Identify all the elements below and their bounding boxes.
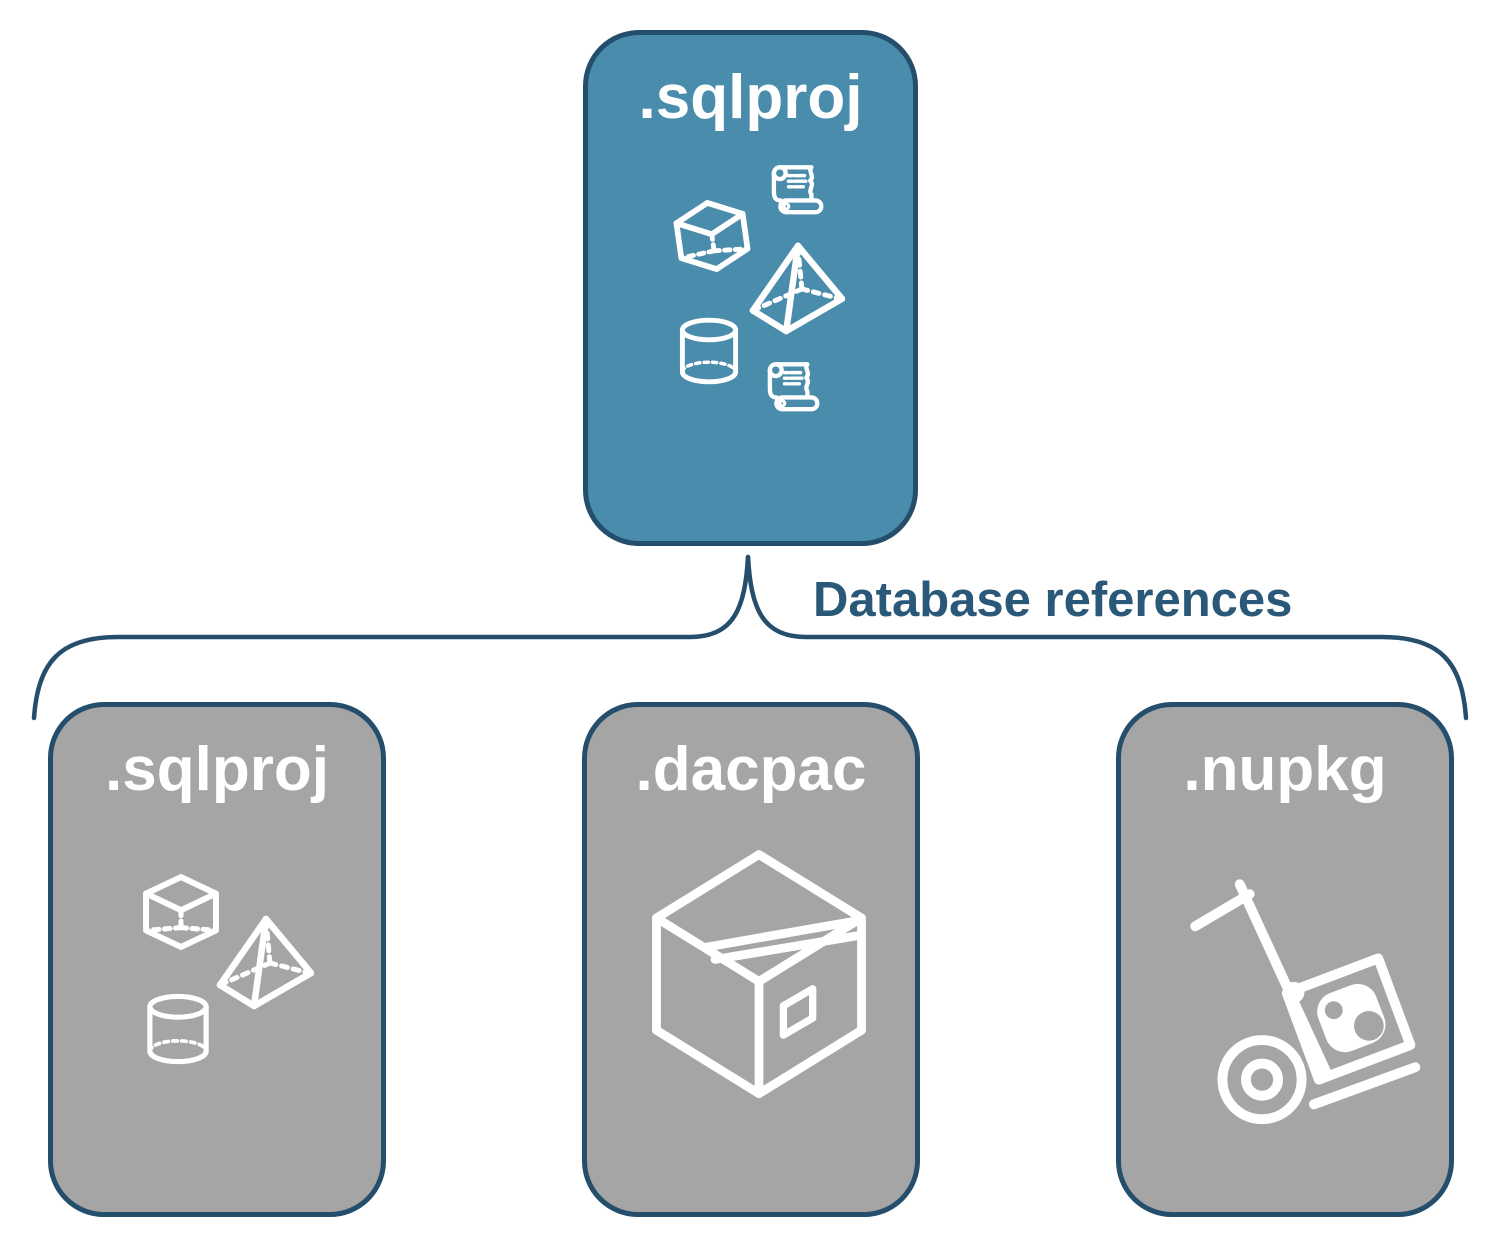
root-node-sqlproj: .sqlproj — [583, 30, 918, 546]
child-node-title: .sqlproj — [105, 735, 329, 804]
scroll-icon — [764, 357, 826, 423]
nuget-handtruck-icon — [1173, 853, 1445, 1143]
pyramid-icon — [211, 911, 317, 1011]
scroll-icon — [768, 161, 830, 225]
child-node-nupkg: .nupkg — [1116, 702, 1454, 1217]
child-node-dacpac: .dacpac — [582, 702, 920, 1217]
connector-label: Database references — [813, 573, 1293, 627]
cylinder-icon — [141, 987, 215, 1071]
root-node-title: .sqlproj — [638, 63, 863, 132]
cylinder-icon — [674, 311, 744, 391]
child-node-title: .nupkg — [1183, 735, 1387, 804]
package-box-icon — [637, 839, 881, 1119]
child-node-sqlproj: .sqlproj — [48, 702, 386, 1217]
child-node-title: .dacpac — [635, 735, 867, 804]
pyramid-icon — [744, 238, 848, 336]
